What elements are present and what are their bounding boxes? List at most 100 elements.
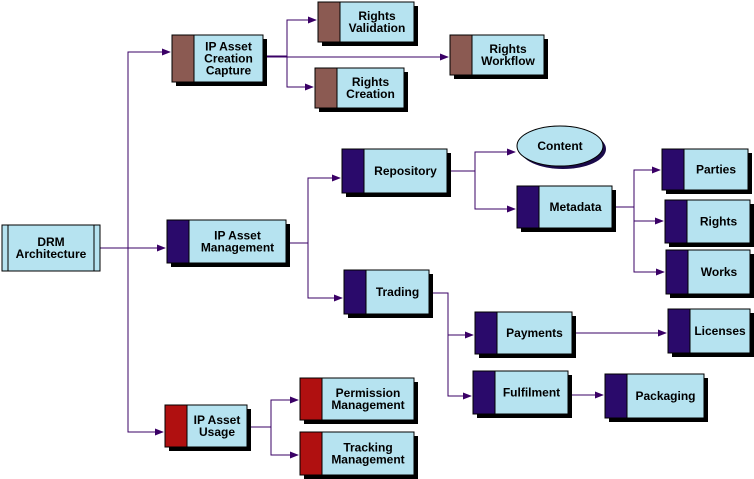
payments-box: [496, 311, 573, 355]
rights-creation-tab: [314, 67, 338, 109]
ip-asset-creation-capture-tab: [171, 34, 195, 83]
packaging-label-line-1: Packaging: [635, 389, 695, 403]
ip-asset-management-box: [188, 219, 287, 264]
works-label-line-1: Works: [701, 265, 738, 279]
works-tab: [665, 249, 689, 295]
ip-asset-management-tab: [166, 219, 190, 264]
rights-workflow-tab: [449, 34, 473, 76]
connector-metadata-to-parties: [612, 166, 661, 208]
repository-box: [363, 148, 448, 194]
permission-management-label-line-2: Management: [331, 398, 404, 412]
payments-label-line-1: Payments: [506, 326, 563, 340]
rights-validation-label-line-2: Validation: [349, 21, 406, 35]
repository-label-line-1: Repository: [374, 164, 437, 178]
node-content: Content: [516, 125, 606, 169]
permission-management-label-line-1: Permission: [336, 386, 401, 400]
metadata-box: [538, 185, 613, 229]
rights-validation-label-line-1: Rights: [358, 9, 396, 23]
parties-tab: [661, 148, 685, 191]
connector-metadata-to-rights: [633, 207, 664, 225]
connector-trading-to-payments: [429, 292, 474, 339]
licenses-label-line-1: Licenses: [694, 324, 746, 338]
node-licenses: Licenses: [667, 308, 754, 357]
rights-box: [686, 199, 751, 244]
connector-usage-to-tracking: [270, 427, 299, 459]
node-repository: Repository: [341, 148, 451, 197]
drm-architecture-label-line-2: Architecture: [16, 247, 87, 261]
connector-drm-to-creation: [100, 48, 171, 249]
packaging-tab: [604, 373, 628, 419]
licenses-tab: [667, 308, 691, 354]
parties-box: [683, 148, 749, 191]
rights-workflow-label-line-1: Rights: [489, 42, 527, 56]
trading-tab: [343, 269, 367, 315]
metadata-tab: [516, 185, 540, 229]
ip-asset-management-label-line-2: Management: [201, 241, 274, 255]
licenses-box: [689, 308, 751, 354]
rights-workflow-label-line-2: Workflow: [481, 54, 535, 68]
node-packaging: Packaging: [604, 373, 708, 422]
permission-management-tab: [299, 377, 323, 421]
packaging-box: [626, 373, 705, 419]
rights-creation-label-line-2: Creation: [346, 87, 395, 101]
rights-tab: [664, 199, 688, 244]
content-label-line-1: Content: [537, 139, 582, 153]
fulfilment-box: [494, 370, 569, 415]
repository-tab: [341, 148, 365, 194]
connector-usage-to-permission: [247, 396, 299, 428]
ip-asset-usage-box: [186, 404, 248, 448]
fulfilment-label-line-1: Fulfilment: [503, 386, 560, 400]
drm-architecture-label-line-1: DRM: [37, 235, 64, 249]
parties-label-line-1: Parties: [696, 163, 736, 177]
content-oval: [516, 125, 604, 167]
drm-architecture-box: [1, 224, 101, 272]
tracking-management-label-line-2: Management: [331, 453, 404, 467]
metadata-label-line-1: Metadata: [549, 200, 601, 214]
ip-asset-creation-capture-label-line-3: Capture: [206, 64, 252, 78]
ip-asset-usage-label-line-1: IP Asset: [194, 413, 241, 427]
rights-creation-box: [336, 67, 405, 109]
ip-asset-creation-capture-label-line-1: IP Asset: [205, 40, 252, 54]
connector-trading-to-fulfilment: [447, 335, 472, 400]
node-parties: Parties: [661, 148, 752, 194]
connector-drm-to-usage: [127, 248, 164, 436]
node-works: Works: [665, 249, 754, 298]
rights-creation-label-line-1: Rights: [352, 75, 390, 89]
permission-management-box: [321, 377, 415, 421]
rights-validation-tab: [317, 1, 341, 43]
node-payments: Payments: [474, 311, 576, 358]
connector-creation-to-rights: [286, 56, 314, 91]
ip-asset-creation-capture-label-line-2: Creation: [204, 52, 253, 66]
works-box: [687, 249, 751, 295]
node-metadata: Metadata: [516, 185, 616, 232]
trading-box: [365, 269, 430, 315]
ip-asset-management-label-line-1: IP Asset: [214, 229, 261, 243]
node-trading: Trading: [343, 269, 433, 318]
node-rights: Rights: [664, 199, 754, 247]
connector-management-to-trading: [307, 243, 343, 302]
tracking-management-label-line-1: Tracking: [343, 441, 392, 455]
trading-label-line-1: Trading: [376, 285, 419, 299]
node-fulfilment: Fulfilment: [472, 370, 572, 418]
tracking-management-tab: [299, 431, 323, 476]
ip-asset-creation-capture-box: [193, 34, 264, 83]
connectors: [100, 16, 667, 459]
connector-metadata-to-works: [633, 207, 665, 276]
connector-management-to-repository: [286, 174, 341, 244]
rights-validation-box: [339, 1, 415, 43]
ip-asset-usage-tab: [164, 404, 188, 448]
fulfilment-tab: [472, 370, 496, 415]
connector-repository-to-content: [447, 148, 516, 172]
tracking-management-box: [321, 431, 415, 476]
